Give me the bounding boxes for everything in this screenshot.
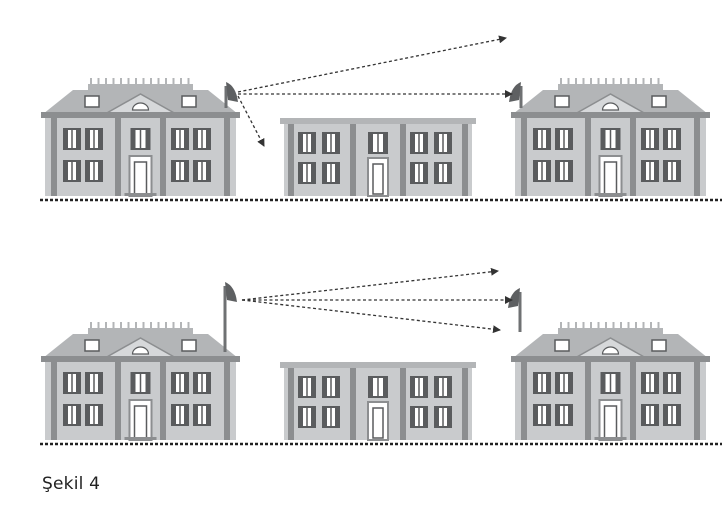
column [521,118,527,196]
front-steps [594,193,627,196]
column [462,124,468,196]
cornice [41,112,240,118]
dormer-window [181,95,197,108]
column [694,118,700,196]
cornice [41,356,240,362]
front-steps [124,193,157,196]
roof-line [280,362,476,368]
column [160,362,166,440]
column [224,362,230,440]
signal-arrow [237,95,265,147]
mansion-house [511,78,710,197]
roof-balustrade [558,84,663,90]
signal-arrow [237,35,507,93]
column [400,124,406,196]
column [288,368,294,440]
roof-balustrade [88,84,193,90]
antenna-diagram [40,35,722,446]
mansion-house [41,322,240,441]
antenna [224,82,238,108]
column [115,362,121,440]
column [400,368,406,440]
column [630,362,636,440]
dormer-window [651,339,667,352]
cornice [511,356,710,362]
antenna-dish [226,82,238,102]
roof-balustrade [88,328,193,334]
top-scene [40,35,722,202]
antenna-dish [508,288,520,308]
column [160,118,166,196]
cornice [511,112,710,118]
column [350,124,356,196]
dormer-window [181,339,197,352]
dormer-window [651,95,667,108]
front-steps [594,437,627,440]
antenna-dish [225,282,237,302]
column [630,118,636,196]
column [224,118,230,196]
signal-arrow [241,267,499,301]
colonial-house [280,362,476,441]
antenna [509,82,523,108]
fanlight-window [131,102,150,111]
column [115,118,121,196]
dormer-window [554,95,570,108]
antenna [508,288,522,332]
column [585,118,591,196]
front-steps [124,437,157,440]
antenna [223,282,237,352]
bottom-scene [40,267,722,446]
figure-caption: Şekil 4 [42,474,101,494]
column [288,124,294,196]
fanlight-window [601,346,620,355]
column [694,362,700,440]
roof-line [280,118,476,124]
dormer-window [554,339,570,352]
column [51,118,57,196]
column [585,362,591,440]
roof-balustrade [558,328,663,334]
column [350,368,356,440]
antenna-dish [509,82,521,102]
colonial-house [280,118,476,197]
column [462,368,468,440]
mansion-house [511,322,710,441]
mansion-house [41,78,240,197]
fanlight-window [131,346,150,355]
signal-arrow [241,299,501,334]
column [51,362,57,440]
column [521,362,527,440]
dormer-window [84,339,100,352]
fanlight-window [601,102,620,111]
dormer-window [84,95,100,108]
